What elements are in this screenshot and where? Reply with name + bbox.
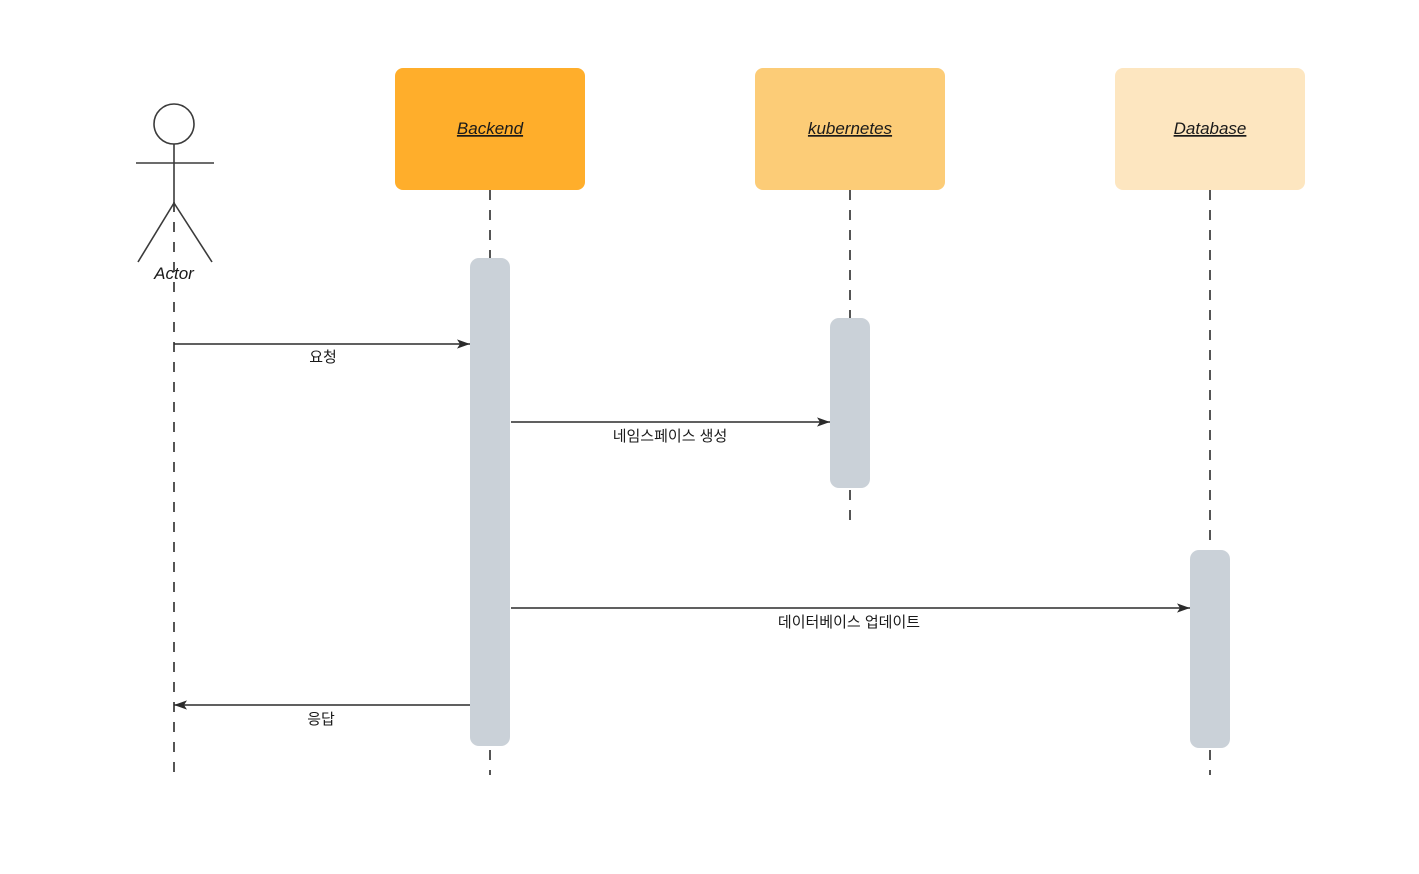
actor-head-icon <box>153 103 195 145</box>
participant-label-kubernetes: kubernetes <box>808 119 893 138</box>
message-update-database-label: 데이터베이스 업데이트 <box>778 614 920 631</box>
message-request[interactable]: 요청 <box>174 339 470 366</box>
activation-bar-kubernetes[interactable] <box>830 318 870 488</box>
participant-headers-layer: Backend kubernetes Database <box>395 68 1305 190</box>
participant-label-database: Database <box>1174 119 1247 138</box>
actor-leg-left <box>137 202 175 263</box>
actor-figure[interactable]: Actor <box>136 103 214 283</box>
message-response-label: 응답 <box>307 711 335 728</box>
participant-box-backend[interactable] <box>395 68 585 190</box>
message-create-namespace-label: 네임스페이스 생성 <box>613 428 728 445</box>
participant-label-actor: Actor <box>153 264 195 283</box>
participant-label-backend: Backend <box>457 119 524 138</box>
activation-bar-backend[interactable] <box>470 258 510 746</box>
message-request-label: 요청 <box>309 349 337 366</box>
lifelines-layer <box>173 190 1211 775</box>
activations-layer <box>470 258 1230 748</box>
messages-layer: 요청 네임스페이스 생성 데이터베이스 업데이트 응답 <box>174 339 1190 728</box>
participant-box-kubernetes[interactable] <box>755 68 945 190</box>
message-create-namespace[interactable]: 네임스페이스 생성 <box>511 417 830 445</box>
actor-leg-right <box>173 202 213 263</box>
message-update-database[interactable]: 데이터베이스 업데이트 <box>511 603 1190 631</box>
message-response[interactable]: 응답 <box>174 700 470 728</box>
activation-bar-database[interactable] <box>1190 550 1230 748</box>
participant-box-database[interactable] <box>1115 68 1305 190</box>
